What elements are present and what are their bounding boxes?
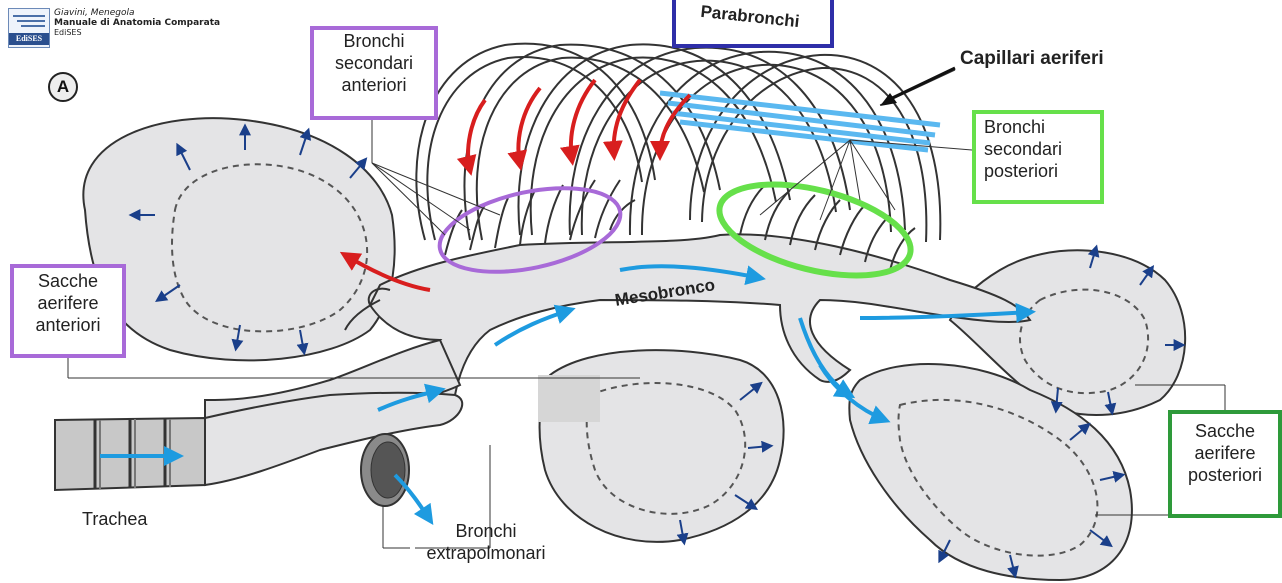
bsa-line-1: Bronchi [314, 30, 434, 52]
saa-line-2: aerifere [14, 292, 122, 314]
sap-line-1: Sacche [1172, 420, 1278, 442]
bronchi-secondari-anteriori-label: Bronchi secondari anteriori [314, 30, 434, 96]
sacche-aerifere-anteriori-label: Sacche aerifere anteriori [14, 270, 122, 336]
bsp-line-1: Bronchi [976, 116, 1100, 138]
saa-line-3: anteriori [14, 314, 122, 336]
trachea-label: Trachea [82, 508, 182, 530]
redaction-patch [538, 375, 600, 422]
be-line-2: extrapolmonari [416, 542, 556, 564]
bsa-line-2: secondari [314, 52, 434, 74]
bsp-line-3: posteriori [976, 160, 1100, 182]
capillari-aeriferi-label: Capillari aeriferi [960, 48, 1160, 70]
bronchi-secondari-posteriori-label: Bronchi secondari posteriori [976, 116, 1100, 182]
be-line-1: Bronchi [416, 520, 556, 542]
trachea [55, 393, 462, 506]
air-capillaries [660, 93, 940, 150]
bronchi-extrapolmonari-label: Bronchi extrapolmonari [416, 520, 556, 564]
bsa-line-3: anteriori [314, 74, 434, 96]
bsp-line-2: secondari [976, 138, 1100, 160]
sap-line-2: aerifere [1172, 442, 1278, 464]
sacche-aerifere-posteriori-label: Sacche aerifere posteriori [1172, 420, 1278, 486]
saa-line-1: Sacche [14, 270, 122, 292]
sap-line-3: posteriori [1172, 464, 1278, 486]
